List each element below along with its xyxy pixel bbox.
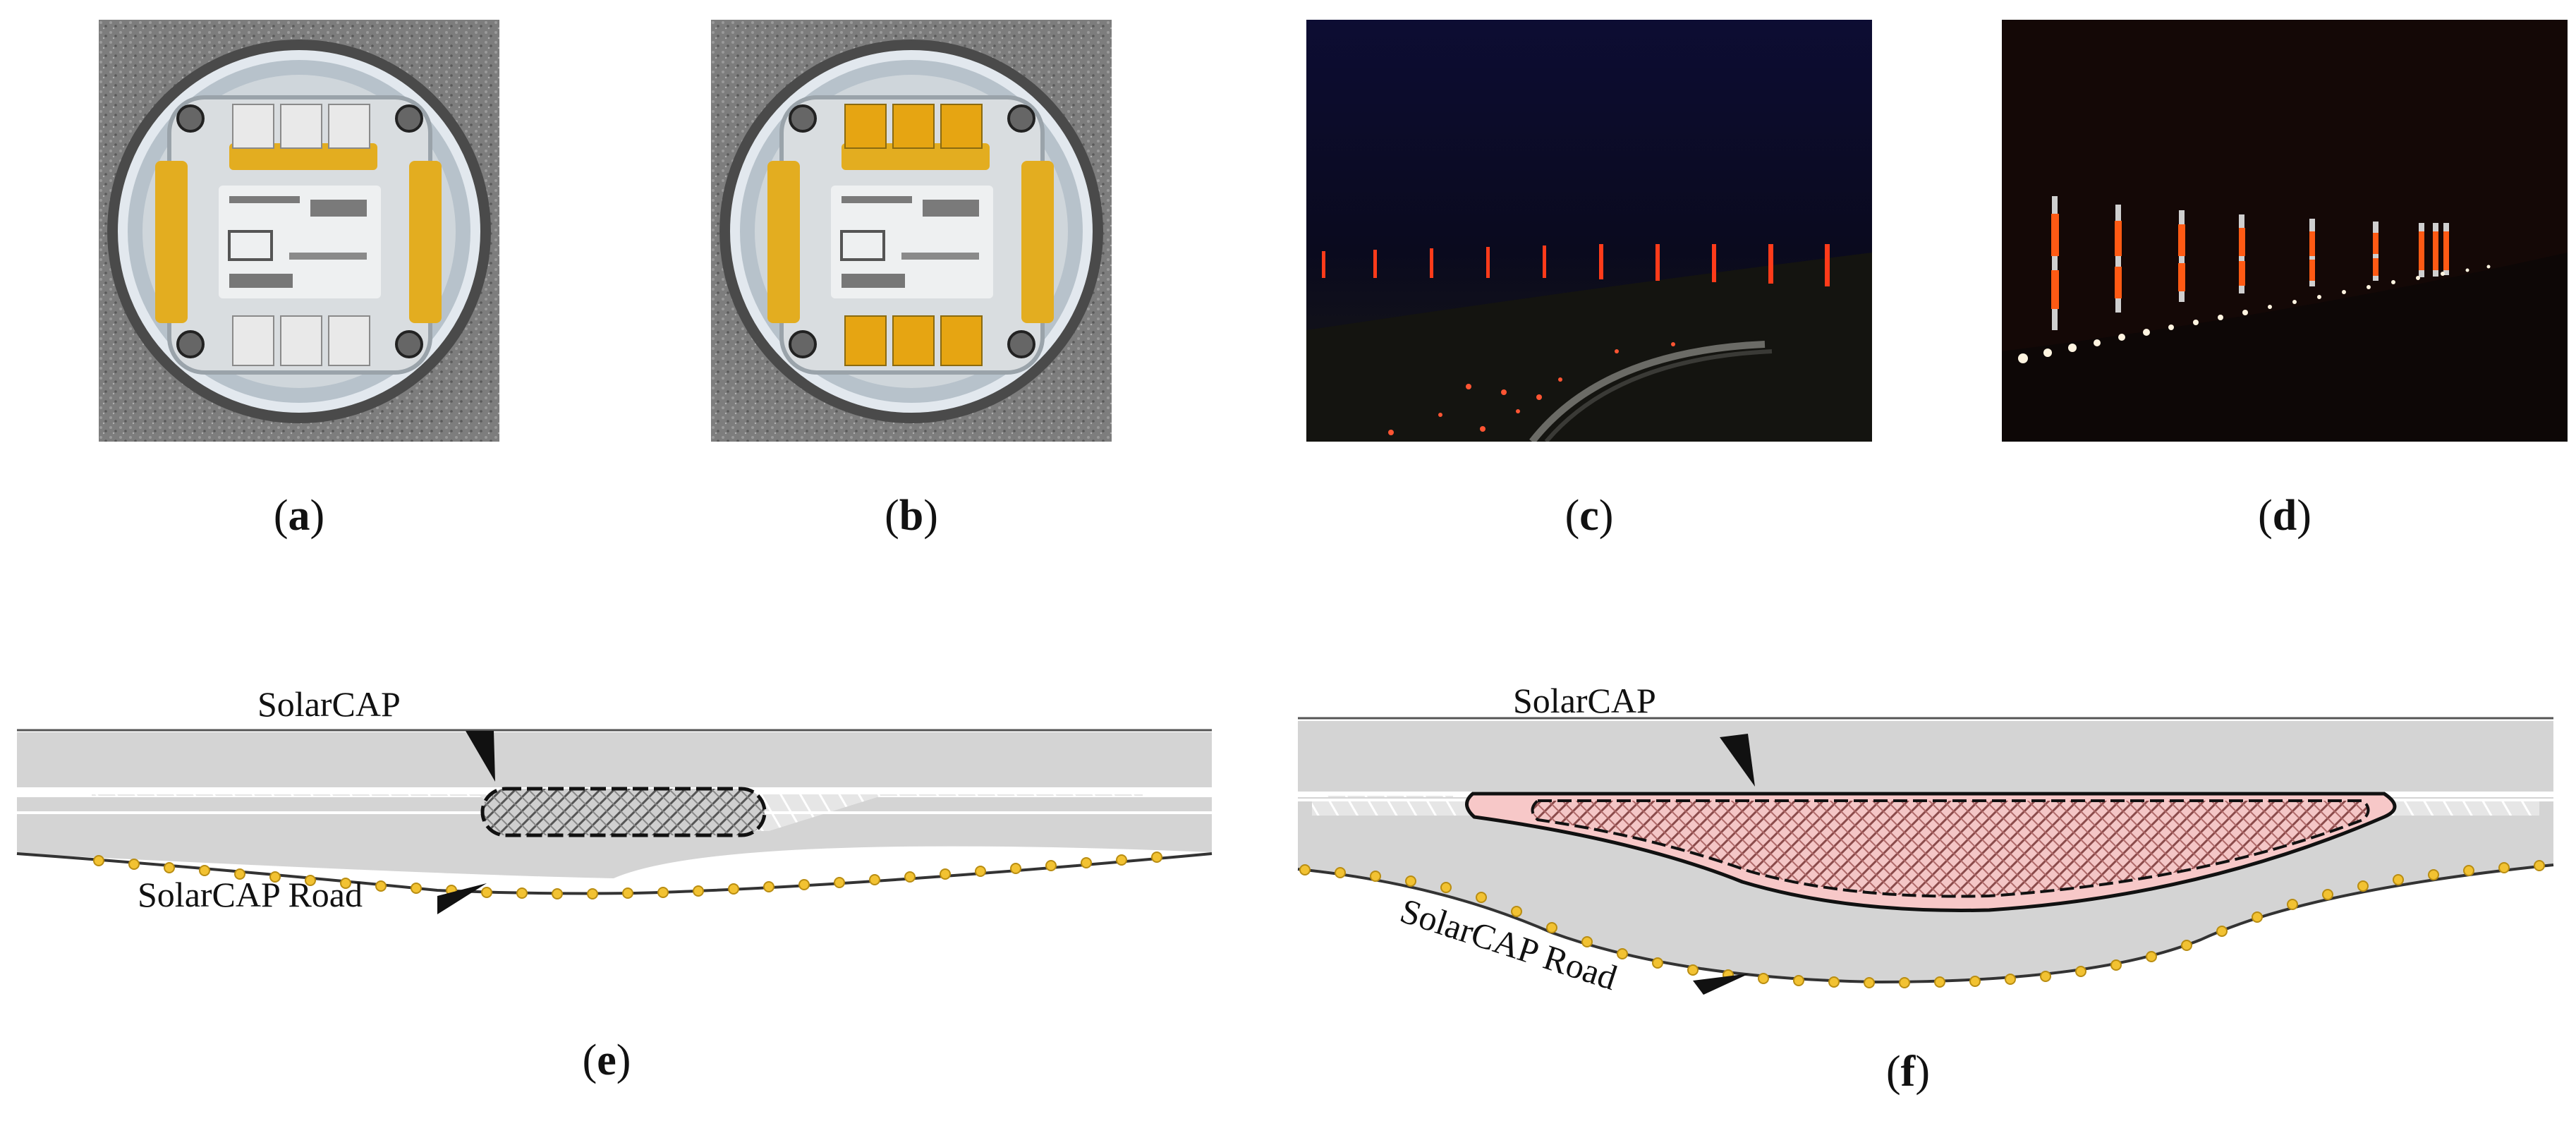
pointer-arrow-road-e <box>437 883 487 914</box>
road-stud-photo-white <box>99 20 499 442</box>
caption-e: (e) <box>582 1036 631 1084</box>
road-stud-row-e <box>93 852 1162 899</box>
pointer-arrow-cap-f <box>1720 734 1755 787</box>
label-solarcap-e: SolarCAP <box>257 684 401 724</box>
photo-c <box>1306 20 1872 442</box>
road-stud-photo-amber <box>711 20 1112 442</box>
caption-b: (b) <box>885 492 938 540</box>
photo-b <box>711 20 1112 442</box>
night-road-photo-c <box>1306 20 1872 442</box>
pointer-arrow-cap-e <box>466 731 495 782</box>
photo-a <box>99 20 499 442</box>
solarcap-road-diagram-e: SolarCAP SolarCAP Road <box>16 684 1213 914</box>
photo-d <box>2002 20 2568 442</box>
diagram-f: SolarCAP SolarCAP Road <box>1284 656 2568 1037</box>
caption-d: (d) <box>2258 492 2311 540</box>
night-road-photo-d <box>2002 20 2568 442</box>
diagram-e: SolarCAP SolarCAP Road <box>0 663 1227 959</box>
pointer-arrow-road-f <box>1693 974 1749 995</box>
road-stud-row-f <box>1299 860 2545 988</box>
label-solarcap-road-e: SolarCAP Road <box>138 875 363 914</box>
label-solarcap-f: SolarCAP <box>1513 681 1656 720</box>
caption-c: (c) <box>1565 492 1614 540</box>
solarcap-road-diagram-f: SolarCAP SolarCAP Road <box>1297 681 2554 998</box>
caption-f: (f) <box>1886 1048 1930 1096</box>
caption-a: (a) <box>273 492 325 540</box>
